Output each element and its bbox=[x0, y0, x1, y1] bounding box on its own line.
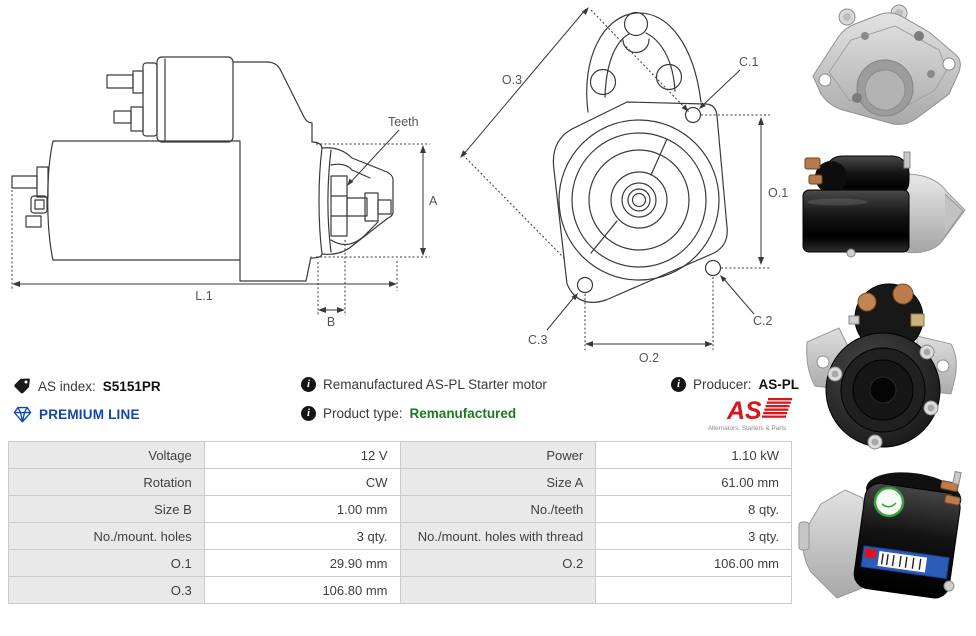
teeth-label: Teeth bbox=[388, 115, 419, 129]
info-icon: i bbox=[301, 406, 316, 421]
starter-rear-view-photo[interactable] bbox=[805, 278, 963, 458]
dim-o1-label: O.1 bbox=[768, 186, 788, 200]
description-item: i Remanufactured AS-PL Starter motor bbox=[301, 377, 547, 392]
spec-value-cell: 3 qty. bbox=[595, 522, 792, 550]
spec-value-cell: 12 V bbox=[203, 441, 401, 469]
dim-c3-label: C.3 bbox=[528, 333, 548, 347]
info-icon: i bbox=[671, 377, 686, 392]
spec-label-cell: No./mount. holes bbox=[8, 522, 205, 550]
spec-value-cell: 3 qty. bbox=[203, 522, 401, 550]
premium-line-label: PREMIUM LINE bbox=[39, 407, 140, 422]
premium-line-item: PREMIUM LINE bbox=[13, 406, 140, 423]
spec-label-cell: O.1 bbox=[8, 549, 205, 577]
diamond-icon bbox=[13, 406, 32, 423]
spec-label-cell: O.3 bbox=[8, 576, 205, 604]
as-logo-tagline: Alternators, Starters & Parts bbox=[708, 425, 786, 432]
spec-label-cell: O.2 bbox=[399, 549, 597, 577]
dim-l1-label: L.1 bbox=[195, 289, 212, 303]
product-type-item: i Product type: Remanufactured bbox=[301, 406, 516, 421]
starter-angled-view-photo[interactable] bbox=[797, 464, 965, 614]
as-index-label: AS index: bbox=[38, 378, 96, 394]
dim-a-label: A bbox=[429, 194, 438, 208]
spec-value-cell: 106.00 mm bbox=[595, 549, 792, 577]
producer-label: Producer: bbox=[693, 377, 752, 392]
dim-o2-label: O.2 bbox=[639, 351, 659, 365]
spec-value-cell bbox=[595, 576, 792, 604]
spec-value-cell: 8 qty. bbox=[595, 495, 792, 523]
spec-label-cell: Size A bbox=[399, 468, 597, 496]
dim-c2-label: C.2 bbox=[753, 314, 773, 328]
dim-o3-label: O.3 bbox=[502, 73, 522, 87]
spec-value-cell: 106.80 mm bbox=[203, 576, 401, 604]
product-description: Remanufactured AS-PL Starter motor bbox=[323, 377, 547, 392]
product-type-value: Remanufactured bbox=[409, 406, 517, 421]
spec-label-cell: Rotation bbox=[8, 468, 205, 496]
spec-label-cell: Power bbox=[399, 441, 597, 469]
spec-label-cell: Size B bbox=[8, 495, 205, 523]
table-row: Voltage 12 V Power 1.10 kW bbox=[8, 441, 792, 469]
spec-value-cell: 1.10 kW bbox=[595, 441, 792, 469]
side-view-diagram: A Teeth L.1 B bbox=[11, 56, 438, 329]
front-view-diagram: O.3 C.1 O.1 C.2 C.3 O.2 bbox=[460, 7, 788, 365]
info-icon: i bbox=[301, 377, 316, 392]
spec-value-cell: 29.90 mm bbox=[203, 549, 401, 577]
dim-b-label: B bbox=[327, 315, 335, 329]
tag-icon bbox=[14, 378, 30, 394]
starter-drive-end-housing-photo[interactable] bbox=[799, 2, 971, 148]
table-row: O.3 106.80 mm bbox=[8, 576, 792, 604]
producer-item: i Producer: AS-PL bbox=[671, 377, 799, 392]
as-pl-logo: AS Alternators, Starters & Parts bbox=[699, 394, 795, 434]
spec-value-cell: 61.00 mm bbox=[595, 468, 792, 496]
spec-label-cell: No./teeth bbox=[399, 495, 597, 523]
spec-value-cell: CW bbox=[203, 468, 401, 496]
producer-value: AS-PL bbox=[758, 377, 800, 392]
product-type-label: Product type: bbox=[323, 406, 403, 421]
spec-table: Voltage 12 V Power 1.10 kW Rotation CW S… bbox=[8, 441, 792, 604]
spec-label-cell bbox=[399, 576, 597, 604]
spec-value-cell: 1.00 mm bbox=[203, 495, 401, 523]
spec-label-cell: No./mount. holes with thread bbox=[399, 522, 597, 550]
spec-label-cell: Voltage bbox=[8, 441, 205, 469]
dim-c1-label: C.1 bbox=[739, 55, 759, 69]
table-row: No./mount. holes 3 qty. No./mount. holes… bbox=[8, 522, 792, 550]
as-index-value: S5151PR bbox=[102, 378, 161, 394]
table-row: Rotation CW Size A 61.00 mm bbox=[8, 468, 792, 496]
table-row: O.1 29.90 mm O.2 106.00 mm bbox=[8, 549, 792, 577]
starter-side-view-photo[interactable] bbox=[797, 150, 969, 268]
as-logo-text: AS bbox=[726, 397, 762, 425]
table-row: Size B 1.00 mm No./teeth 8 qty. bbox=[8, 495, 792, 523]
as-index-item: AS index: S5151PR bbox=[13, 377, 161, 395]
